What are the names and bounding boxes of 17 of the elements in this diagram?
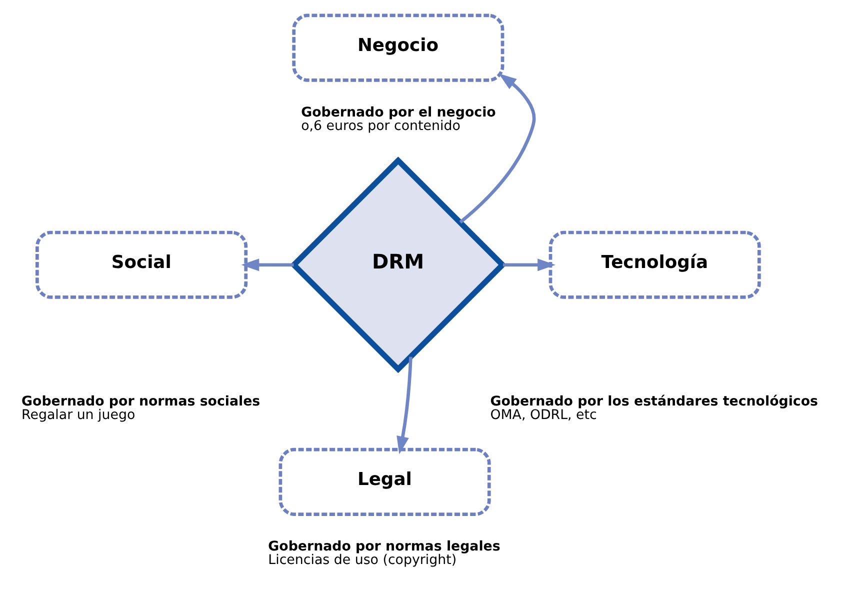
arrow [241,258,294,271]
arrow [459,73,536,224]
node-box: Legal [278,447,491,516]
node-label: Gobernado por el negocio [301,105,496,120]
node-label: Gobernado por los estándares tecnológicos [490,394,818,410]
node-box: Tecnología [548,230,761,298]
arrow [396,356,412,454]
node-label: Gobernado por normas legales [268,539,500,554]
node-label: Licencias de uso (copyright) [268,552,457,568]
node-label: o,6 euros por contenido [301,118,460,134]
node-label: Gobernado por normas sociales [22,394,260,410]
node-label: OMA, ODRL, etc [490,407,597,422]
node-box: Social [36,230,248,298]
node-box: Negocio [292,13,504,82]
node-label: Regalar un juego [22,407,136,422]
arrow [502,258,556,271]
node-diamond: DRM [290,156,506,373]
